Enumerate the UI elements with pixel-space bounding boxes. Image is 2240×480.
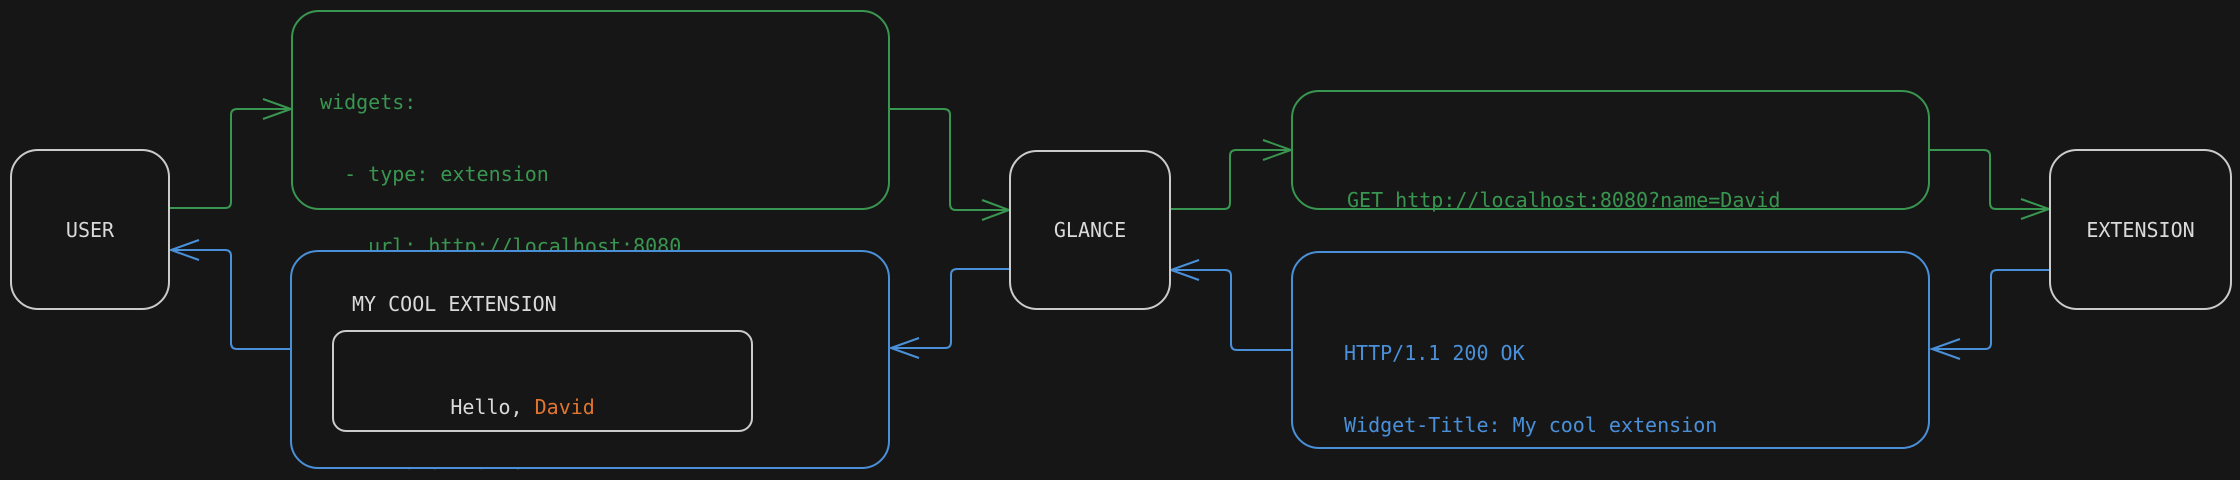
- code-line: GET http://localhost:8080?name=David: [1347, 188, 1781, 212]
- node-glance: GLANCE: [1009, 150, 1171, 310]
- node-extension: EXTENSION: [2049, 149, 2232, 310]
- code-line: HTTP/1.1 200 OK: [1344, 341, 1525, 365]
- config-yaml-box: widgets: - type: extension url: http://l…: [291, 10, 890, 474]
- greeting-name: David: [534, 395, 595, 419]
- arrow-response-to-glance: [1168, 259, 1291, 351]
- code-line: Widget-Title: My cool extension: [1344, 413, 1718, 437]
- http-request-box: GET http://localhost:8080?name=David: [1291, 90, 1930, 212]
- widget-title: MY COOL EXTENSION: [352, 292, 557, 316]
- arrow-extension-to-response: [1929, 269, 2049, 360]
- node-user-label: USER: [65, 217, 115, 242]
- http-request-code: GET http://localhost:8080?name=David: [1347, 140, 1780, 260]
- arrow-config-to-glance: [890, 108, 1012, 221]
- arrow-request-to-extension: [1930, 149, 2052, 220]
- arrow-glance-to-request: [1171, 139, 1294, 210]
- code-line: widgets:: [320, 90, 417, 114]
- code-line: - type: extension: [320, 162, 549, 186]
- arrow-glance-to-widget: [888, 268, 1009, 359]
- widget-preview-inner-box: Hello, David: [332, 330, 753, 432]
- widget-greeting: Hello, David: [354, 371, 595, 443]
- node-glance-label: GLANCE: [1053, 218, 1127, 242]
- node-user: USER: [10, 149, 170, 310]
- http-response-box: HTTP/1.1 200 OK Widget-Title: My cool ex…: [1291, 251, 1930, 449]
- arrow-widget-to-user: [168, 239, 290, 350]
- http-response-code: HTTP/1.1 200 OK Widget-Title: My cool ex…: [1344, 293, 1910, 480]
- node-extension-label: EXTENSION: [2086, 217, 2195, 242]
- arrow-user-to-config: [170, 98, 294, 209]
- widget-preview-box: MY COOL EXTENSION Hello, David: [290, 250, 890, 469]
- greeting-prefix: Hello,: [450, 395, 535, 419]
